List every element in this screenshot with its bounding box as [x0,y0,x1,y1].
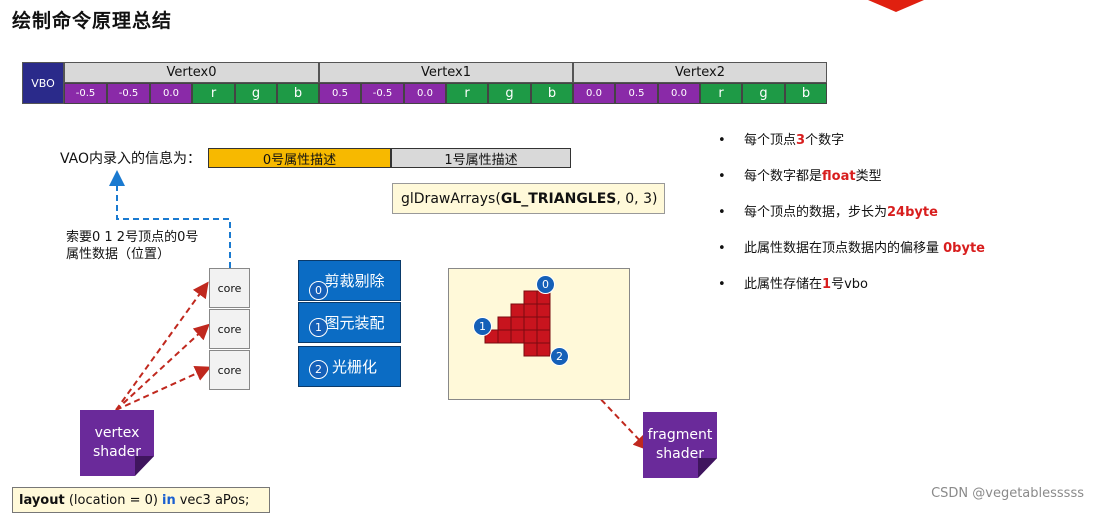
pixel [536,329,551,344]
pixel [523,290,538,305]
vbo-cell: -0.5 [64,83,107,104]
vbo-cell: r [700,83,742,104]
pixel [523,342,538,357]
vbo-cell: 0.5 [319,83,361,104]
fetch-note: 索要0 1 2号顶点的0号 属性数据（位置） [66,229,198,263]
vbo-cell: b [531,83,573,104]
note-item: 此属性数据在顶点数据内的偏移量 0byte [718,239,985,258]
code-args: (location = 0) [68,492,158,508]
attribute-1-description: 1号属性描述 [391,148,571,168]
note-item: 每个顶点3个数字 [718,131,985,150]
vbo-cell: 0.0 [404,83,446,104]
vertex-shader-arrow [115,323,210,411]
raster-vertex-badge: 0 [536,275,555,294]
code-keyword-layout: layout [19,492,65,508]
pixel [497,329,512,344]
code-keyword-in: in [162,492,176,508]
fragment-shader-line2: shader [655,446,704,462]
core-unit: core [209,268,250,308]
fetch-arrow [109,170,231,268]
vbo-cell: 0.0 [573,83,615,104]
pixel [510,329,525,344]
stage-label: 光栅化 [331,358,377,376]
vbo-cell: -0.5 [107,83,150,104]
stage-clip-cull: 剪裁剔除 [298,260,401,301]
core-unit: core [209,350,250,390]
note-item: 此属性存储在1号vbo [718,275,985,294]
pixel [536,316,551,331]
vbo-cell: g [488,83,531,104]
vbo-cell: 0.0 [150,83,192,104]
pixel [536,303,551,318]
vbo-cell: g [742,83,785,104]
stage-label: 剪裁剔除 [324,272,385,290]
vao-info-label: VAO内录入的信息为： [60,151,202,167]
stage-label: 图元装配 [324,314,385,332]
vbo-label: VBO [22,62,64,104]
note-item: 每个顶点的数据，步长为24byte [718,203,985,222]
note-item: 每个数字都是float类型 [718,167,985,186]
code-rest: vec3 aPos; [179,492,250,508]
draw-call-mode: GL_TRIANGLES [500,190,617,207]
pixel [497,316,512,331]
vbo-cell: r [192,83,235,104]
vbo-cell: 0.5 [615,83,658,104]
fragment-shader-line1: fragment [647,427,713,443]
vbo-cell: r [446,83,488,104]
draw-call-box: glDrawArrays(GL_TRIANGLES, 0, 3) [392,183,665,214]
pixel [523,303,538,318]
vertex1-header: Vertex1 [319,62,573,83]
vbo-cell: g [235,83,277,104]
corner-decoration [868,0,924,12]
draw-call-suffix: , 0, 3) [616,190,658,207]
fetch-note-line2: 属性数据（位置） [66,247,171,262]
stage-badge: 2 [309,360,328,379]
vertex2-header: Vertex2 [573,62,827,83]
pixel-grid [484,290,551,357]
raster-vertex-badge: 1 [473,317,492,336]
pixel [523,329,538,344]
page-title: 绘制命令原理总结 [12,10,173,32]
vertex-shader-line1: vertex [94,425,140,441]
fetch-note-line1: 索要0 1 2号顶点的0号 [66,230,199,245]
raster-vertex-badge: 2 [550,347,569,366]
vertex-shader-arrow [115,366,212,411]
vbo-cell: b [785,83,827,104]
core-unit: core [209,309,250,349]
vertex-shader-arrow [115,281,209,411]
vertex0-header: Vertex0 [64,62,319,83]
pixel [523,316,538,331]
vertex-shader-line2: shader [92,444,141,460]
vbo-cell: b [277,83,319,104]
watermark: CSDN @vegetablesssss [931,486,1084,501]
pixel [510,303,525,318]
attribute-0-description: 0号属性描述 [208,148,391,168]
draw-call-prefix: glDrawArrays( [401,190,501,207]
vbo-cell: -0.5 [361,83,404,104]
vbo-cell: 0.0 [658,83,700,104]
attribute-notes: 每个顶点3个数字 每个数字都是float类型 每个顶点的数据，步长为24byte… [718,131,985,311]
stage-badge: 0 [309,281,328,300]
stage-badge: 1 [309,318,328,337]
pixel [536,342,551,357]
pixel [510,316,525,331]
